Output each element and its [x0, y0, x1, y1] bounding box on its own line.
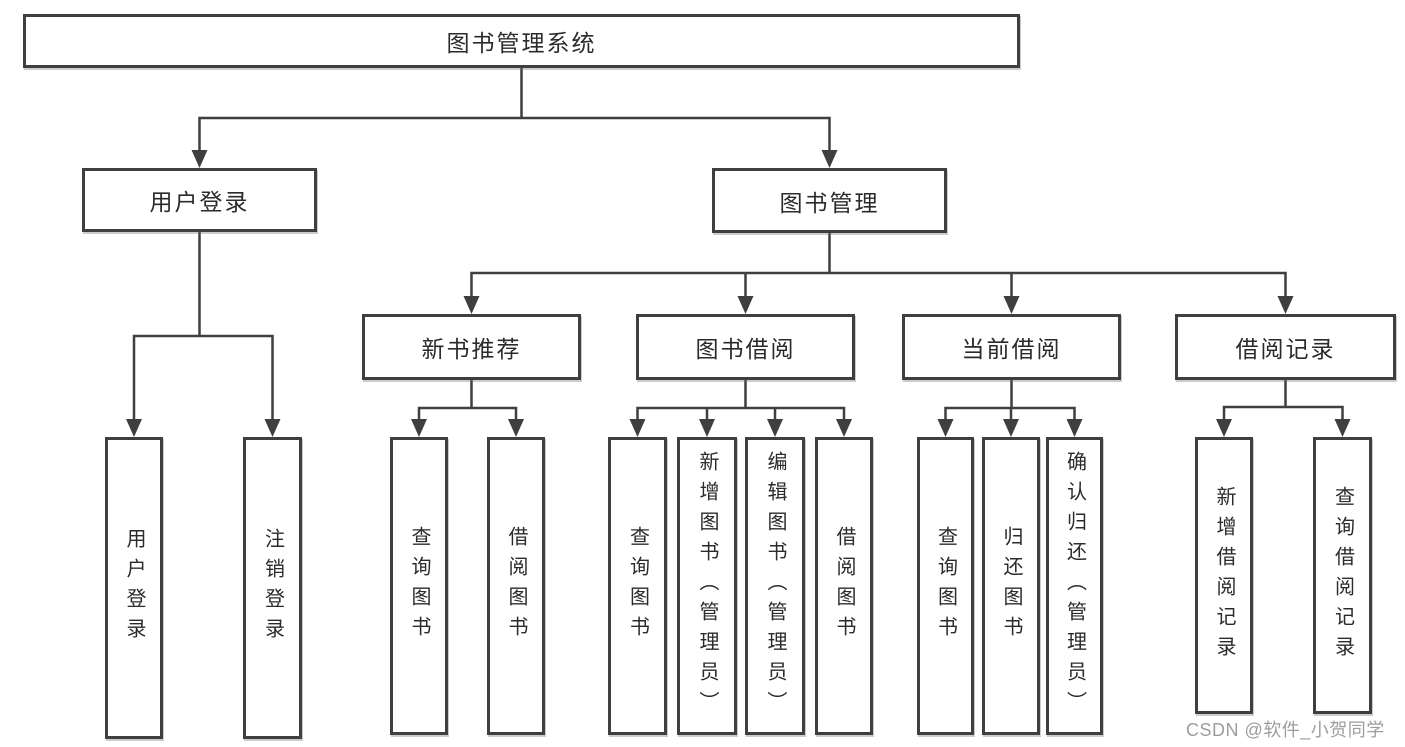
node-label: 注销登录: [261, 528, 284, 648]
node-current-borrowing: 当前借阅: [902, 314, 1121, 380]
node-add-books-admin: 新增图书（管理员）: [677, 437, 737, 735]
node-query-books-current: 查询图书: [917, 437, 974, 735]
node-label: 新增图书（管理员）: [696, 451, 718, 721]
node-edit-books-admin: 编辑图书（管理员）: [745, 437, 805, 735]
node-label: 查询图书: [408, 526, 430, 646]
node-query-books-borrowing: 查询图书: [608, 437, 667, 735]
node-label: 确认归还（管理员）: [1063, 451, 1086, 721]
node-library-management-system: 图书管理系统: [23, 14, 1020, 68]
node-borrow-books-recommend: 借阅图书: [487, 437, 545, 735]
watermark-csdn: CSDN @软件_小贺同学: [1186, 720, 1385, 740]
node-return-books: 归还图书: [982, 437, 1040, 735]
node-label: 查询图书: [626, 526, 649, 646]
node-book-borrowing: 图书借阅: [636, 314, 855, 380]
node-confirm-return-admin: 确认归还（管理员）: [1046, 437, 1103, 735]
node-query-borrow-record: 查询借阅记录: [1313, 437, 1372, 714]
node-book-management: 图书管理: [712, 168, 947, 233]
node-new-book-recommendation: 新书推荐: [362, 314, 581, 380]
node-label: 编辑图书（管理员）: [764, 451, 786, 721]
node-borrowing-records: 借阅记录: [1175, 314, 1396, 380]
node-label: 归还图书: [1000, 526, 1022, 646]
node-label: 查询图书: [934, 526, 957, 646]
node-label: 借阅图书: [833, 526, 855, 646]
node-label: 用户登录: [123, 528, 145, 648]
node-label: 新增借阅记录: [1213, 485, 1235, 666]
node-user-login-leaf: 用户登录: [105, 437, 163, 739]
node-label: 借阅图书: [505, 526, 527, 646]
node-query-books-recommend: 查询图书: [390, 437, 448, 735]
node-add-borrow-record: 新增借阅记录: [1195, 437, 1253, 714]
arrowheads: [126, 150, 1351, 437]
node-borrow-books-borrowing: 借阅图书: [815, 437, 873, 735]
node-label: 查询借阅记录: [1331, 485, 1354, 666]
node-user-login: 用户登录: [82, 168, 317, 232]
node-logout-leaf: 注销登录: [243, 437, 302, 739]
